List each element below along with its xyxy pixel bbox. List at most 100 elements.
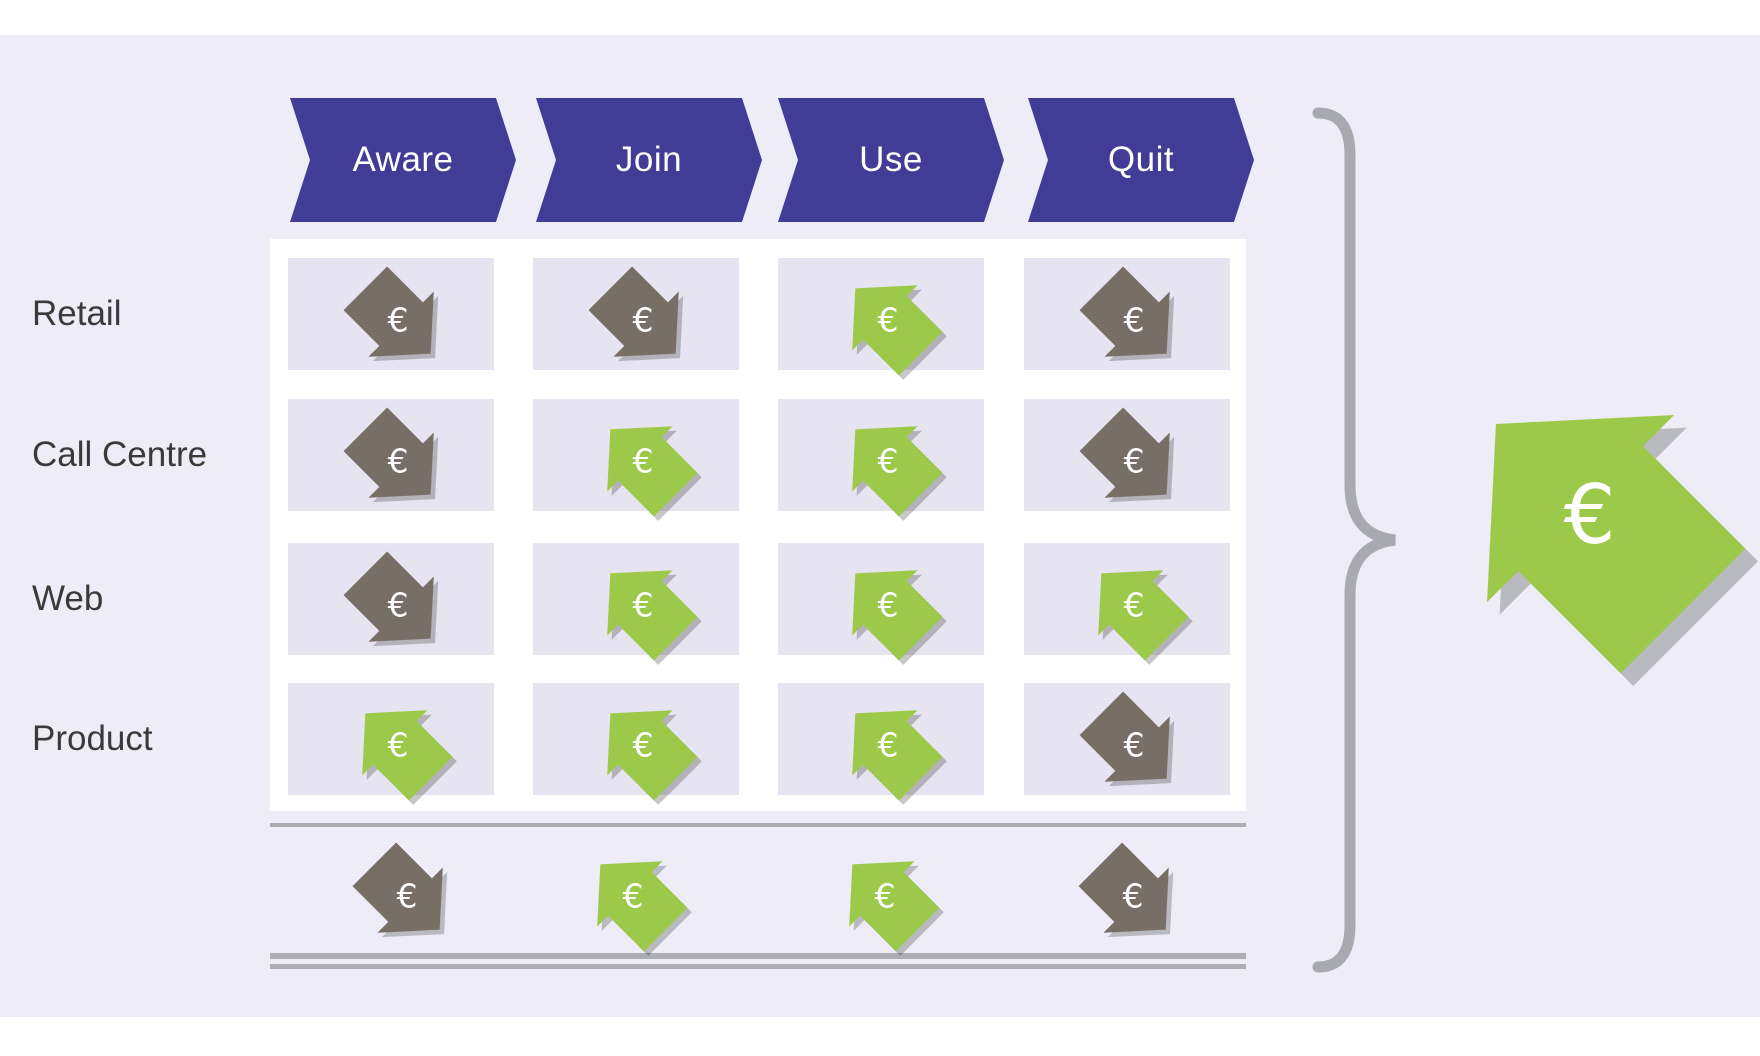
euro-icon: € bbox=[875, 877, 896, 916]
arrow-shape bbox=[1079, 407, 1170, 498]
trend-arrow-up: € bbox=[833, 551, 947, 665]
down-arrow-icon: € bbox=[343, 266, 439, 362]
cell-product-aware: € bbox=[288, 683, 494, 805]
trend-arrow-up: € bbox=[833, 266, 947, 380]
down-arrow-icon: € bbox=[343, 551, 439, 647]
cell-web-aware: € bbox=[288, 543, 494, 655]
up-arrow-icon: € bbox=[852, 570, 947, 665]
up-arrow-icon: € bbox=[362, 710, 457, 805]
euro-icon: € bbox=[878, 586, 899, 625]
up-arrow-icon: € bbox=[1487, 415, 1759, 687]
up-arrow-icon: € bbox=[607, 426, 702, 521]
arrow-shape bbox=[852, 710, 943, 801]
arrow-shape bbox=[1078, 842, 1169, 933]
trend-arrow-up: € bbox=[1079, 551, 1193, 665]
cell-call-centre-join: € bbox=[533, 399, 739, 521]
cell-web-join: € bbox=[533, 543, 739, 665]
euro-icon: € bbox=[397, 877, 418, 916]
cell-web-use: € bbox=[778, 543, 984, 665]
cell-retail-use: € bbox=[778, 258, 984, 380]
total-arrow-use: € bbox=[830, 842, 944, 956]
stage-label: Join bbox=[615, 140, 683, 179]
channel-label: Web bbox=[32, 579, 104, 618]
up-arrow-icon: € bbox=[607, 570, 702, 665]
trend-arrow-down: € bbox=[343, 551, 453, 661]
total-arrow-aware: € bbox=[352, 842, 462, 952]
trend-arrow-down: € bbox=[343, 266, 453, 376]
euro-icon: € bbox=[1124, 586, 1145, 625]
euro-icon: € bbox=[633, 442, 654, 481]
euro-icon: € bbox=[388, 442, 409, 481]
arrow-shape bbox=[343, 266, 434, 357]
down-arrow-icon: € bbox=[1079, 266, 1175, 362]
arrow-shape bbox=[607, 426, 698, 517]
euro-icon: € bbox=[388, 586, 409, 625]
cell-product-use: € bbox=[778, 683, 984, 805]
down-arrow-icon: € bbox=[1078, 842, 1174, 938]
up-arrow-icon: € bbox=[852, 710, 947, 805]
euro-icon: € bbox=[388, 301, 409, 340]
trend-arrow-up: € bbox=[588, 407, 702, 521]
arrow-shape bbox=[1487, 415, 1746, 674]
totals-bottom-rule-2 bbox=[270, 964, 1246, 969]
trend-arrow-up: € bbox=[588, 551, 702, 665]
trend-arrow-down: € bbox=[343, 407, 453, 517]
stage-use: Use bbox=[778, 98, 1004, 222]
euro-icon: € bbox=[1124, 301, 1145, 340]
cell-call-centre-quit: € bbox=[1024, 399, 1230, 511]
stage-join: Join bbox=[536, 98, 762, 222]
arrow-shape bbox=[1079, 266, 1170, 357]
channel-label: Product bbox=[32, 719, 153, 758]
euro-icon: € bbox=[1563, 468, 1615, 563]
arrow-shape bbox=[362, 710, 453, 801]
euro-icon: € bbox=[623, 877, 644, 916]
arrow-shape bbox=[852, 426, 943, 517]
arrow-shape bbox=[597, 861, 688, 952]
arrow-shape bbox=[607, 570, 698, 661]
arrow-shape bbox=[607, 710, 698, 801]
down-arrow-icon: € bbox=[588, 266, 684, 362]
up-arrow-icon: € bbox=[849, 861, 944, 956]
euro-icon: € bbox=[878, 301, 899, 340]
euro-icon: € bbox=[633, 726, 654, 765]
up-arrow-icon: € bbox=[597, 861, 692, 956]
euro-icon: € bbox=[388, 726, 409, 765]
up-arrow-icon: € bbox=[1098, 570, 1193, 665]
stage-aware: Aware bbox=[290, 98, 516, 222]
cell-retail-join: € bbox=[533, 258, 739, 370]
down-arrow-icon: € bbox=[343, 407, 439, 503]
total-arrow-quit: € bbox=[1078, 842, 1188, 952]
arrow-shape bbox=[343, 407, 434, 498]
cell-retail-quit: € bbox=[1024, 258, 1230, 370]
cell-web-quit: € bbox=[1024, 543, 1230, 665]
arrow-shape bbox=[852, 570, 943, 661]
up-arrow-icon: € bbox=[607, 710, 702, 805]
stage-quit: Quit bbox=[1028, 98, 1254, 222]
arrow-shape bbox=[1098, 570, 1189, 661]
cell-product-join: € bbox=[533, 683, 739, 805]
stage-label: Use bbox=[859, 140, 923, 179]
trend-arrow-up: € bbox=[833, 691, 947, 805]
cell-product-quit: € bbox=[1024, 683, 1230, 795]
trend-arrow-up: € bbox=[588, 691, 702, 805]
totals-bottom-rule-1 bbox=[270, 953, 1246, 959]
down-arrow-icon: € bbox=[352, 842, 448, 938]
stage-label: Quit bbox=[1107, 140, 1175, 179]
trend-arrow-down: € bbox=[1079, 407, 1189, 517]
trend-arrow-down: € bbox=[1079, 691, 1189, 801]
trend-arrow-up: € bbox=[833, 407, 947, 521]
totals-top-rule bbox=[270, 823, 1246, 827]
arrow-shape bbox=[352, 842, 443, 933]
arrow-shape bbox=[852, 285, 943, 376]
euro-icon: € bbox=[633, 301, 654, 340]
euro-icon: € bbox=[1124, 442, 1145, 481]
euro-icon: € bbox=[878, 726, 899, 765]
euro-icon: € bbox=[1124, 726, 1145, 765]
down-arrow-icon: € bbox=[1079, 691, 1175, 787]
trend-arrow-down: € bbox=[1079, 266, 1189, 376]
overall-result-arrow: € bbox=[1432, 360, 1759, 687]
channel-label: Call Centre bbox=[32, 435, 208, 474]
up-arrow-icon: € bbox=[852, 426, 947, 521]
euro-icon: € bbox=[633, 586, 654, 625]
euro-icon: € bbox=[878, 442, 899, 481]
